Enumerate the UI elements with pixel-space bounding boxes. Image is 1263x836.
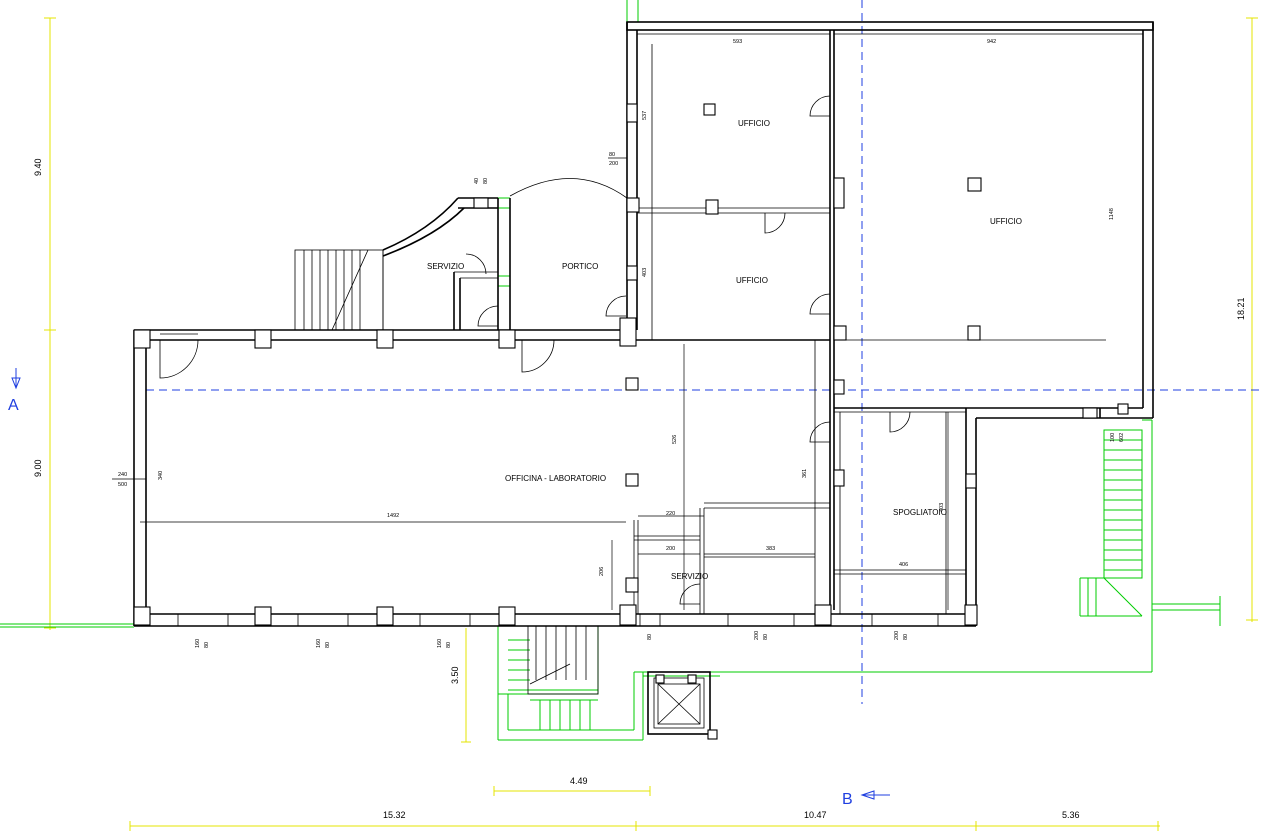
south-windows xyxy=(177,613,939,627)
dim-ramp-width: 4.49 xyxy=(570,776,588,786)
dim-200: 200 xyxy=(609,161,618,167)
dim-40: 40 xyxy=(474,178,480,184)
window-label-7: 80 xyxy=(647,634,653,640)
dim-left-upper: 9.40 xyxy=(33,158,43,176)
dim-100: 100 xyxy=(1110,433,1116,442)
section-label-a: A xyxy=(8,397,19,414)
dim-526: 526 xyxy=(672,435,678,444)
room-label-servizio-1: SERVIZIO xyxy=(427,262,464,271)
dim-200b: 200 xyxy=(666,546,675,552)
section-arrow-b xyxy=(860,790,890,800)
dim-403b: 403 xyxy=(939,503,945,512)
south-stair-treads xyxy=(508,639,598,730)
dim-bottom-left: 15.32 xyxy=(383,810,406,820)
window-label-2: 80 xyxy=(204,642,210,648)
window-label-5: 160 xyxy=(437,639,443,648)
room-label-officina: OFFICINA - LABORATORIO xyxy=(505,474,606,483)
dim-right: 18.21 xyxy=(1236,297,1246,320)
dim-602: 602 xyxy=(1119,433,1125,442)
window-label-3: 160 xyxy=(316,639,322,648)
dim-1148: 1148 xyxy=(1109,208,1115,220)
window-label-9: 80 xyxy=(763,634,769,640)
dim-403: 403 xyxy=(642,268,648,277)
doors xyxy=(159,95,911,605)
room-label-portico: PORTICO xyxy=(562,262,598,271)
section-arrow-a xyxy=(11,368,21,390)
elevator xyxy=(647,671,718,740)
room-label-spogliatoio: SPOGLIATOIO xyxy=(893,508,947,517)
room-label-ufficio-1: UFFICIO xyxy=(738,119,770,128)
dim-240: 240 xyxy=(118,472,127,478)
dim-537: 537 xyxy=(642,111,648,120)
room-label-servizio-2: SERVIZIO xyxy=(671,572,708,581)
pillars xyxy=(133,103,1129,626)
interior-dimension-lines xyxy=(112,33,1143,610)
dim-593: 593 xyxy=(733,39,742,45)
dim-942: 942 xyxy=(987,39,996,45)
dim-340: 340 xyxy=(158,471,164,480)
dim-bottom-right: 5.36 xyxy=(1062,810,1080,820)
dim-220: 220 xyxy=(666,511,675,517)
window-label-4: 80 xyxy=(325,642,331,648)
dim-ramp-height: 3.50 xyxy=(450,666,460,684)
dim-406: 406 xyxy=(899,562,908,568)
window-label-6: 80 xyxy=(446,642,452,648)
dim-80b: 80 xyxy=(483,178,489,184)
west-stair xyxy=(294,249,599,695)
dim-500: 500 xyxy=(118,482,127,488)
yellow-dimension-lines xyxy=(44,17,1258,831)
east-stair-treads xyxy=(1087,439,1143,617)
window-label-11: 80 xyxy=(903,634,909,640)
dim-left-lower: 9.00 xyxy=(33,459,43,477)
room-label-ufficio-3: UFFICIO xyxy=(736,276,768,285)
dim-80: 80 xyxy=(609,152,615,158)
dim-bottom-middle: 10.47 xyxy=(804,810,827,820)
section-label-b: B xyxy=(842,791,853,808)
dim-1492: 1492 xyxy=(387,513,399,519)
dim-383: 383 xyxy=(766,546,775,552)
dim-361: 361 xyxy=(802,469,808,478)
window-label-8: 200 xyxy=(754,631,760,640)
room-label-ufficio-2: UFFICIO xyxy=(990,217,1022,226)
dim-206: 206 xyxy=(599,567,605,576)
window-label-1: 160 xyxy=(195,639,201,648)
window-label-10: 200 xyxy=(894,631,900,640)
